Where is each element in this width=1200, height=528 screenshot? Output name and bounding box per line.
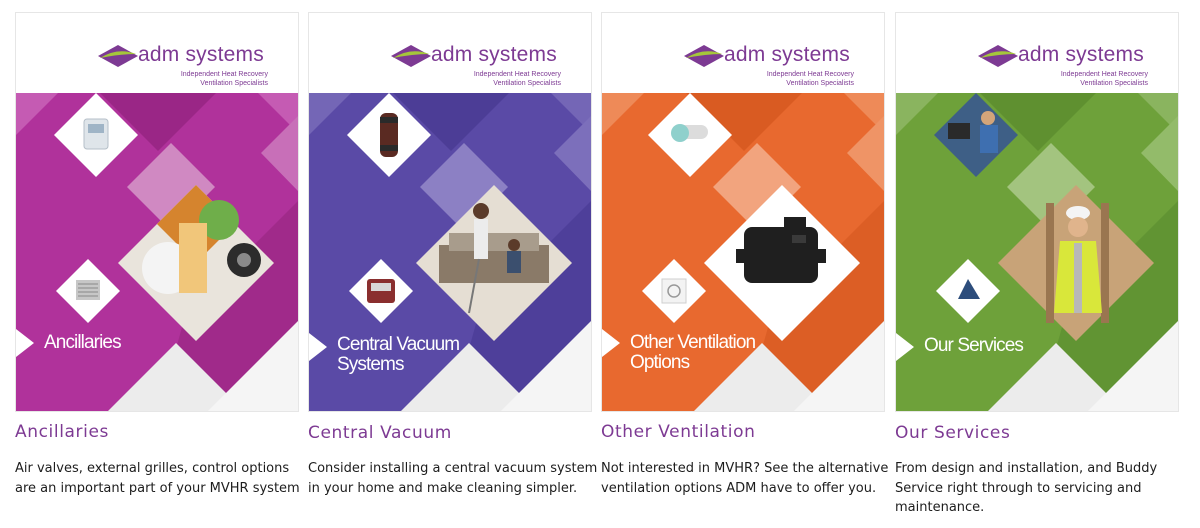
logo-tagline-line2: Ventilation Specialists xyxy=(200,80,268,87)
logo-wordmark: adm systems xyxy=(431,43,557,66)
cover-artwork xyxy=(16,93,298,411)
logo-tagline-line1: Independent Heat Recovery xyxy=(180,71,268,78)
logo-tagline: Independent Heat Recovery Ventilation Sp… xyxy=(474,70,561,88)
card-our-services[interactable]: adm systems Independent Heat Recovery Ve… xyxy=(895,12,1179,528)
cover-artwork xyxy=(309,93,591,411)
card-description: Not interested in MVHR? See the alternat… xyxy=(601,461,889,496)
logo-tagline-line2: Ventilation Specialists xyxy=(786,80,854,87)
logo: adm systems Independent Heat Recovery Ve… xyxy=(98,43,268,93)
logo-tagline-line2: Ventilation Specialists xyxy=(1080,80,1148,87)
logo-wordmark: adm systems xyxy=(724,43,850,66)
cover-title: Our Services xyxy=(924,335,1024,356)
logo-tagline: Independent Heat Recovery Ventilation Sp… xyxy=(1061,70,1148,88)
logo: adm systems Independent Heat Recovery Ve… xyxy=(978,43,1148,93)
brochure-cover[interactable]: adm systems Independent Heat Recovery Ve… xyxy=(308,12,592,412)
adm-leaf-logo-icon xyxy=(684,45,724,67)
cover-title: Central Vacuum Systems xyxy=(337,334,460,375)
card-other-ventilation[interactable]: adm systems Independent Heat Recovery Ve… xyxy=(601,12,888,528)
logo-wordmark: adm systems xyxy=(1018,43,1144,66)
logo-wordmark: adm systems xyxy=(138,43,264,66)
card-description: Air valves, external grilles, control op… xyxy=(15,461,300,496)
card-description: Consider installing a central vacuum sys… xyxy=(308,461,598,496)
brochure-cover[interactable]: adm systems Independent Heat Recovery Ve… xyxy=(15,12,299,412)
logo-tagline-line1: Independent Heat Recovery xyxy=(766,71,854,78)
card-ancillaries[interactable]: adm systems Independent Heat Recovery Ve… xyxy=(15,12,300,528)
logo: adm systems Independent Heat Recovery Ve… xyxy=(684,43,854,93)
card-title[interactable]: Our Services xyxy=(895,423,1011,443)
card-title[interactable]: Central Vacuum xyxy=(308,423,452,443)
brochure-cover[interactable]: adm systems Independent Heat Recovery Ve… xyxy=(601,12,885,412)
card-description: From design and installation, and Buddy … xyxy=(895,461,1158,515)
cover-title: Ancillaries xyxy=(44,332,122,353)
cover-artwork xyxy=(896,93,1178,411)
logo-tagline-line1: Independent Heat Recovery xyxy=(473,71,561,78)
logo-tagline-line1: Independent Heat Recovery xyxy=(1060,71,1148,78)
card-central-vacuum[interactable]: adm systems Independent Heat Recovery Ve… xyxy=(308,12,597,528)
cover-title: Other Ventilation Options xyxy=(630,332,756,373)
adm-leaf-logo-icon xyxy=(98,45,138,67)
logo-tagline: Independent Heat Recovery Ventilation Sp… xyxy=(181,70,268,88)
cover-artwork xyxy=(602,93,884,411)
logo-tagline: Independent Heat Recovery Ventilation Sp… xyxy=(767,70,854,88)
brochure-cover[interactable]: adm systems Independent Heat Recovery Ve… xyxy=(895,12,1179,412)
card-title[interactable]: Ancillaries xyxy=(15,422,109,442)
adm-leaf-logo-icon xyxy=(978,45,1018,67)
adm-leaf-logo-icon xyxy=(391,45,431,67)
card-title[interactable]: Other Ventilation xyxy=(601,422,756,442)
logo-tagline-line2: Ventilation Specialists xyxy=(493,80,561,87)
logo: adm systems Independent Heat Recovery Ve… xyxy=(391,43,561,93)
